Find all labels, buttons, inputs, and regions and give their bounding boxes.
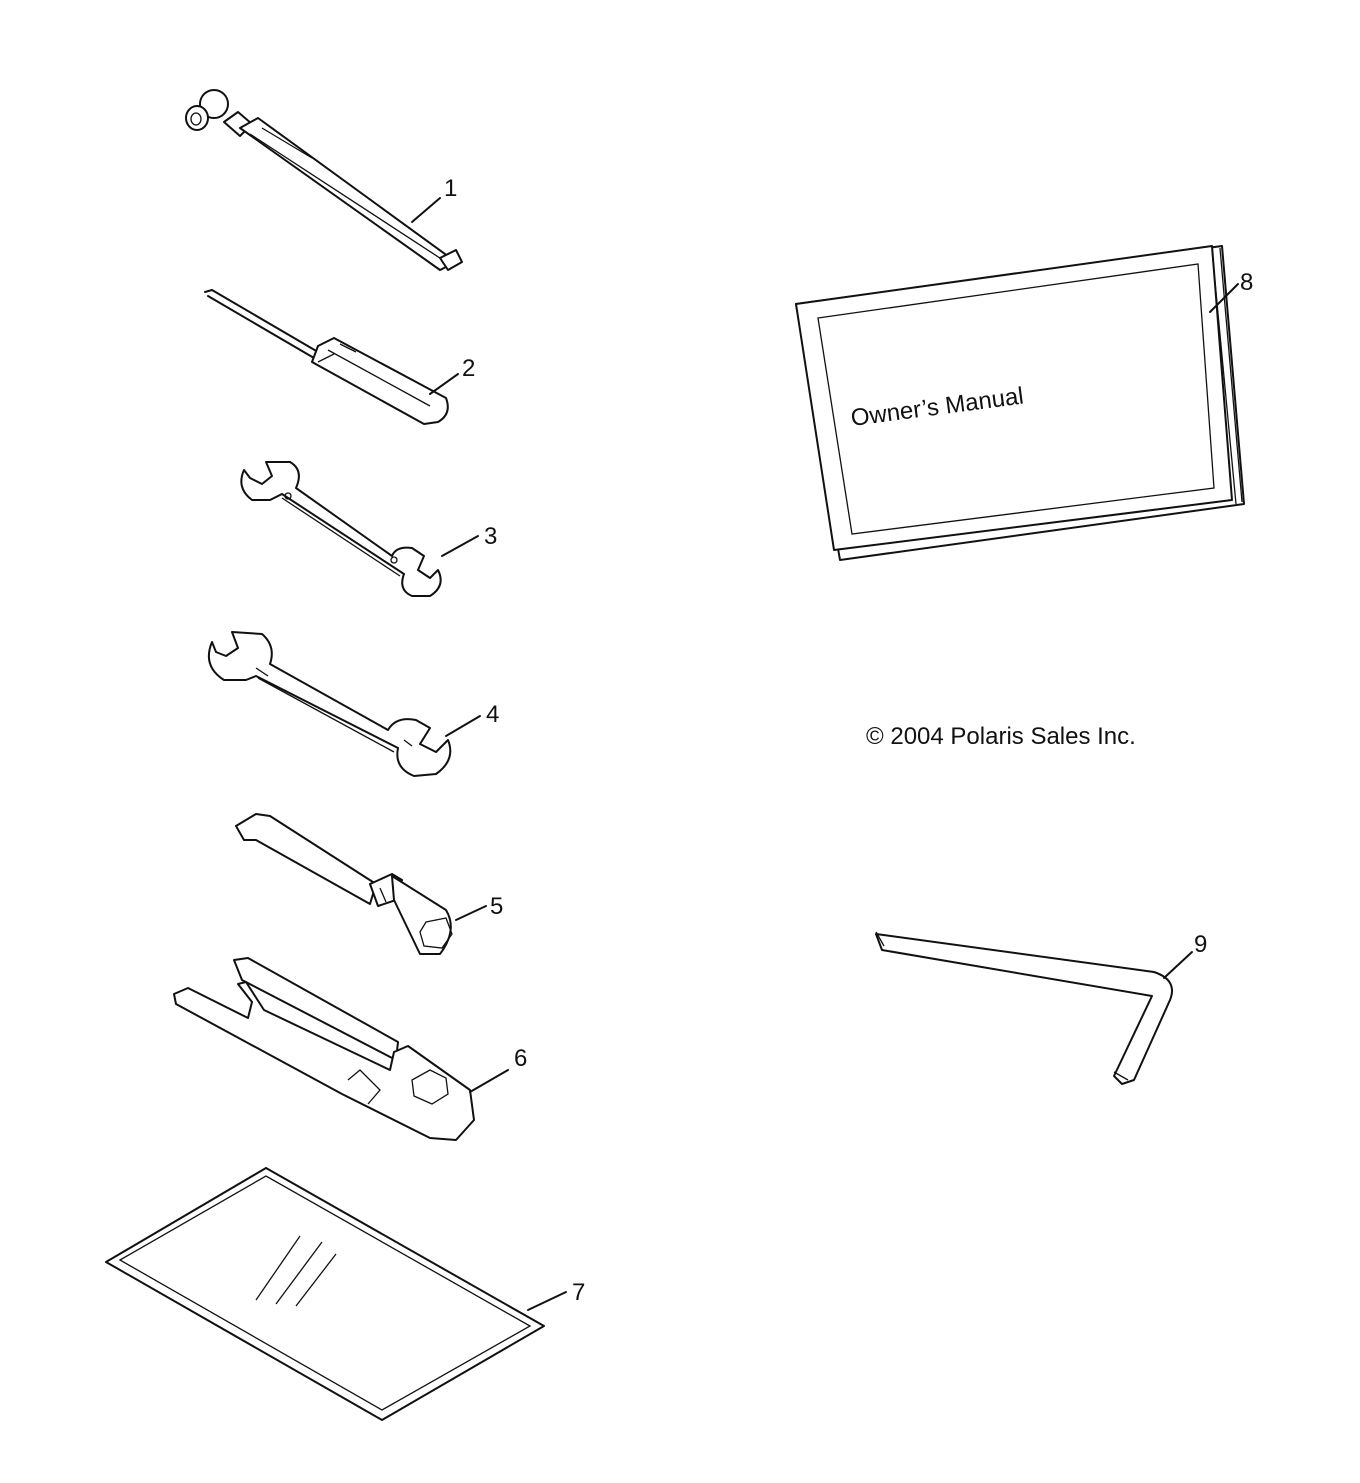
leader-line-3: [441, 535, 479, 557]
hex-key-icon: [875, 931, 1173, 1085]
leader-line-9: [1163, 951, 1193, 979]
screwdriver-icon: [204, 289, 449, 425]
open-end-wrench-large-icon: [208, 631, 452, 777]
leader-line-8: [1209, 283, 1239, 313]
open-end-wrench-small-icon: [240, 461, 442, 597]
tool-holder-wrench-icon: [173, 957, 475, 1141]
callout-1: 1: [444, 175, 457, 202]
callout-9: 9: [1194, 931, 1207, 958]
callout-3: 3: [484, 523, 497, 550]
spark-plug-socket-icon: [235, 813, 453, 955]
leader-line-5: [455, 905, 487, 921]
plastic-bag-icon: [105, 1167, 545, 1421]
leader-line-7: [527, 1291, 567, 1311]
leader-line-1: [411, 197, 441, 223]
owners-manual-icon: Owner’s Manual: [795, 245, 1245, 561]
leader-line-4: [445, 715, 481, 737]
copyright-text: © 2004 Polaris Sales Inc.: [866, 723, 1136, 750]
callout-8: 8: [1240, 269, 1253, 296]
callout-6: 6: [514, 1045, 527, 1072]
callout-7: 7: [572, 1279, 585, 1306]
callout-4: 4: [486, 701, 499, 728]
callout-5: 5: [490, 893, 503, 920]
tire-pressure-gauge-icon: [185, 89, 463, 271]
leader-line-2: [429, 373, 459, 395]
callout-2: 2: [462, 355, 475, 382]
leader-line-6: [469, 1069, 509, 1093]
